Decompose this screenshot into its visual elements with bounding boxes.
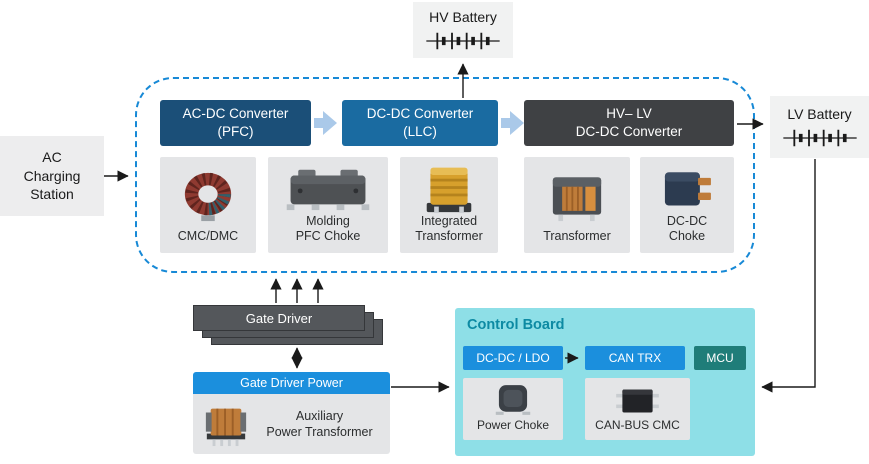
component-label: Integrated Transformer bbox=[415, 213, 483, 244]
gate-driver-block: Gate Driver bbox=[193, 305, 365, 331]
dcdc-converter-llc-block: DC-DC Converter (LLC) bbox=[342, 100, 498, 146]
molding-pfc-choke-photo bbox=[285, 157, 371, 214]
gate-driver-power-header: Gate Driver Power bbox=[193, 372, 390, 394]
ac-charging-station-label: AC Charging Station bbox=[23, 148, 81, 203]
control-board-panel: Control Board DC-DC / LDO CAN TRX MCU Po… bbox=[455, 308, 755, 456]
cmc-dmc-photo bbox=[177, 157, 239, 229]
converter-module-boundary bbox=[135, 77, 755, 273]
component-card-transformer: Transformer bbox=[524, 157, 630, 253]
dcdc-choke-photo bbox=[658, 157, 716, 214]
component-label: Power Choke bbox=[476, 418, 550, 432]
component-card-cmc-dmc: CMC/DMC bbox=[160, 157, 256, 253]
auxiliary-power-transformer-label: Auxiliary Power Transformer bbox=[266, 408, 373, 439]
component-label: DC-DC Choke bbox=[666, 213, 708, 244]
lv-battery-node: LV Battery bbox=[770, 96, 869, 158]
gate-driver-power-card: Auxiliary Power Transformer bbox=[193, 394, 390, 454]
dcdc-ldo-block: DC-DC / LDO bbox=[463, 346, 563, 370]
gate-driver-label: Gate Driver bbox=[245, 310, 313, 326]
battery-cells-icon bbox=[426, 32, 500, 49]
power-choke-photo bbox=[489, 377, 537, 418]
component-label: Molding PFC Choke bbox=[295, 213, 361, 244]
component-card-molding-pfc-choke: Molding PFC Choke bbox=[268, 157, 388, 253]
ac-charging-station-node: AC Charging Station bbox=[0, 136, 104, 216]
component-card-power-choke: Power Choke bbox=[463, 378, 563, 440]
hv-battery-label: HV Battery bbox=[429, 8, 497, 25]
component-label: Transformer bbox=[543, 229, 611, 244]
arrow-lv-battery-to-control-board bbox=[761, 159, 816, 393]
component-label: CAN-BUS CMC bbox=[595, 418, 680, 432]
battery-cells-icon bbox=[782, 129, 857, 146]
integrated-transformer-photo bbox=[419, 157, 479, 214]
can-trx-block: CAN TRX bbox=[585, 346, 685, 370]
control-board-title: Control Board bbox=[467, 317, 565, 333]
component-card-integrated-transformer: Integrated Transformer bbox=[400, 157, 498, 253]
canbus-cmc-photo bbox=[610, 378, 665, 418]
component-card-dcdc-choke: DC-DC Choke bbox=[640, 157, 734, 253]
hv-lv-dcdc-converter-block: HV– LV DC-DC Converter bbox=[524, 100, 734, 146]
component-label: CMC/DMC bbox=[177, 229, 239, 244]
hv-battery-node: HV Battery bbox=[413, 2, 513, 58]
component-card-canbus-cmc: CAN-BUS CMC bbox=[585, 378, 690, 440]
lv-battery-label: LV Battery bbox=[787, 105, 852, 122]
transformer-photo bbox=[543, 157, 611, 229]
acdc-converter-pfc-block: AC-DC Converter (PFC) bbox=[160, 100, 311, 146]
mcu-block: MCU bbox=[694, 346, 746, 370]
auxiliary-power-transformer-photo bbox=[203, 401, 249, 447]
